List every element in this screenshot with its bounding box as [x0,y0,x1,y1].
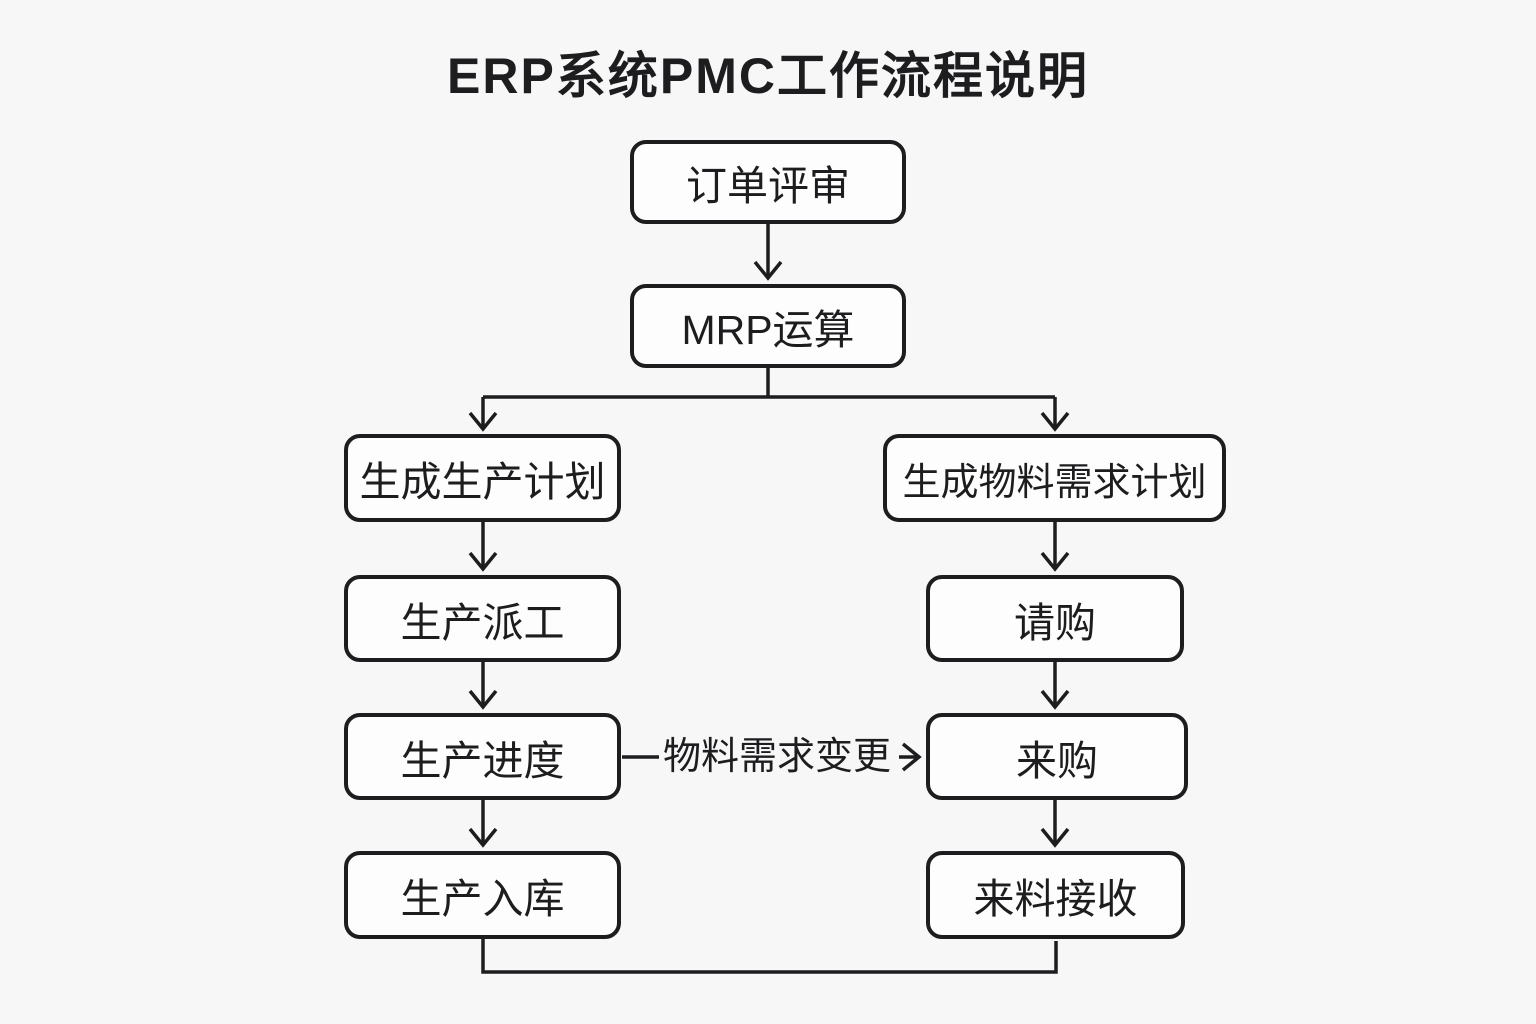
node-production-dispatch: 生产派工 [344,575,621,662]
node-purchase-label: 来购 [1016,737,1098,784]
node-order-review: 订单评审 [630,140,906,224]
diagram-title: ERP系统PMC工作流程说明 [447,48,1089,104]
node-production-progress: 生产进度 [344,713,621,800]
node-mrp-calculation-label: MRP运算 [681,307,855,353]
node-purchase-request-label: 请购 [1014,599,1096,646]
node-mrp-calculation: MRP运算 [630,284,906,368]
node-production-plan: 生成生产计划 [344,434,621,522]
node-production-dispatch-label: 生产派工 [400,599,565,646]
edge-label-material-change: 物料需求变更 [662,736,891,778]
node-material-receipt-label: 来料接收 [973,876,1138,922]
node-order-review-label: 订单评审 [686,163,850,209]
node-material-receipt: 来料接收 [926,851,1185,939]
node-material-requirements-plan-label: 生成物料需求计划 [902,461,1207,504]
node-material-requirements-plan: 生成物料需求计划 [883,434,1226,522]
node-production-inbound: 生产入库 [344,851,621,939]
edge-bottom-connector [481,939,1058,974]
node-production-progress-label: 生产进度 [400,737,565,784]
node-purchase: 来购 [926,713,1188,800]
node-production-inbound-label: 生产入库 [400,876,565,922]
node-purchase-request: 请购 [926,575,1184,662]
node-production-plan-label: 生成生产计划 [359,459,606,505]
